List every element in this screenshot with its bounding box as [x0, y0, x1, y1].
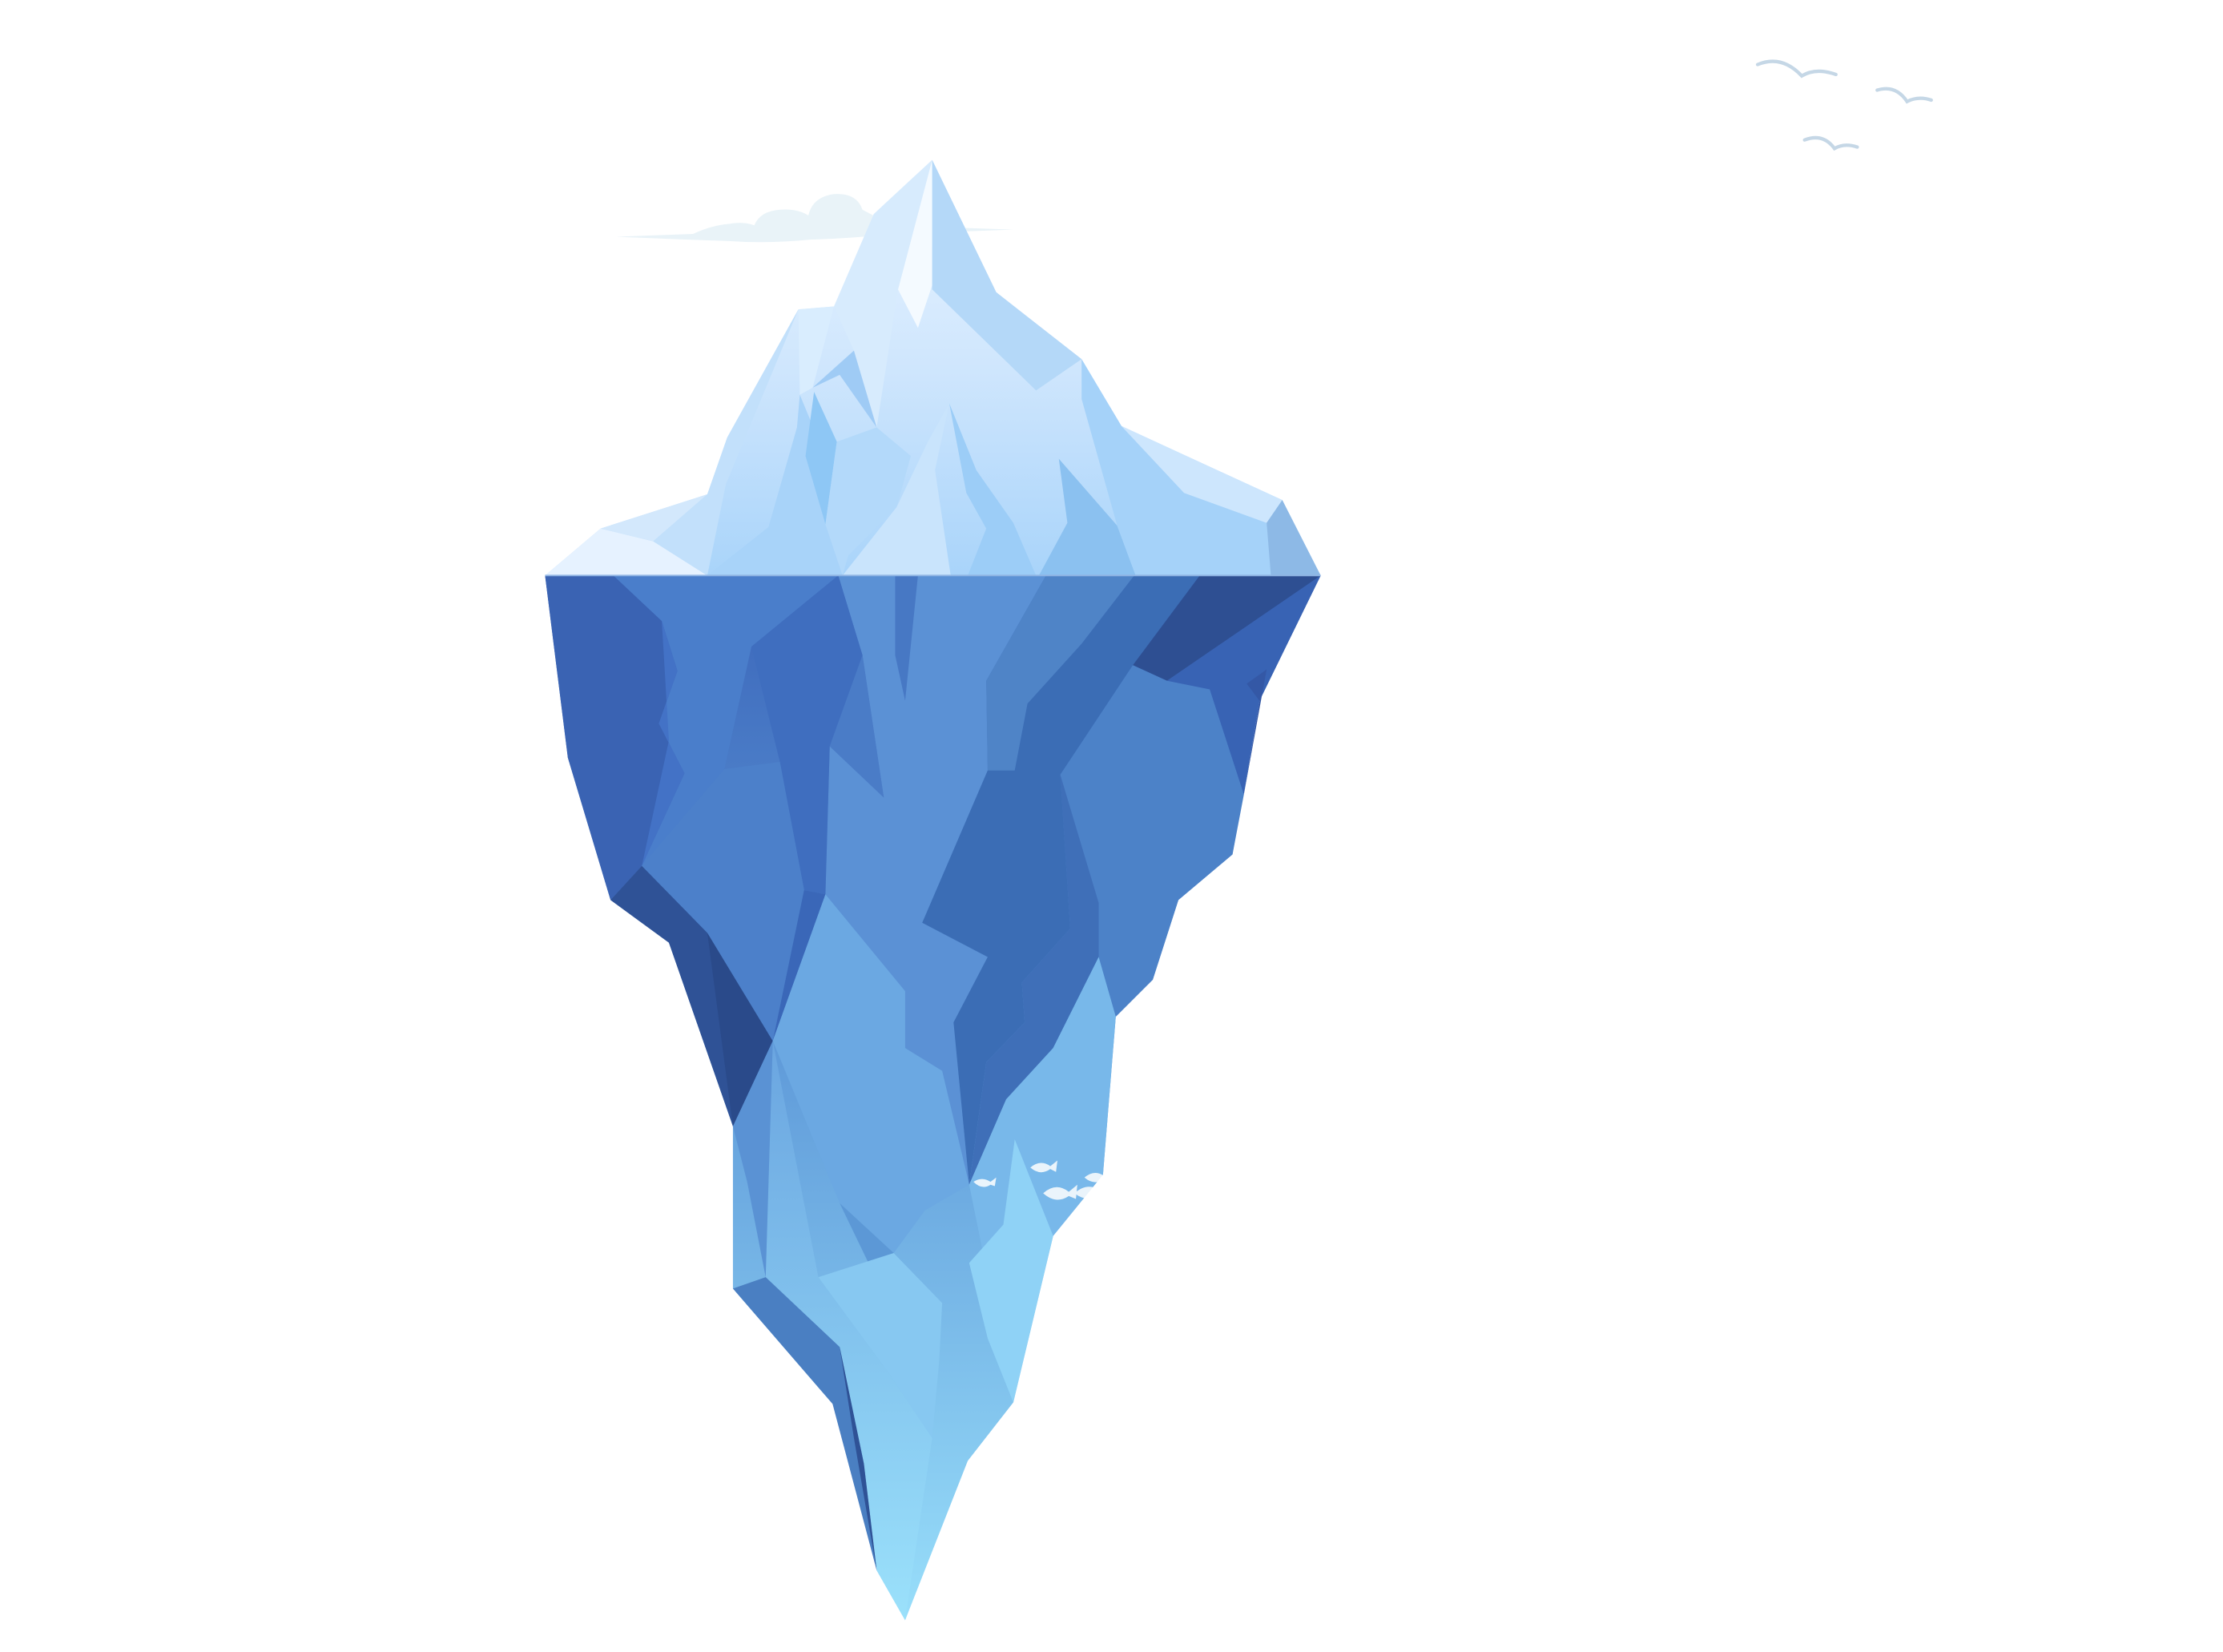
fish-icon: [973, 1160, 1110, 1200]
iceberg-tip: [545, 159, 1321, 576]
bird-icon: [1755, 59, 1933, 151]
iceberg-underwater: [545, 575, 1321, 1621]
